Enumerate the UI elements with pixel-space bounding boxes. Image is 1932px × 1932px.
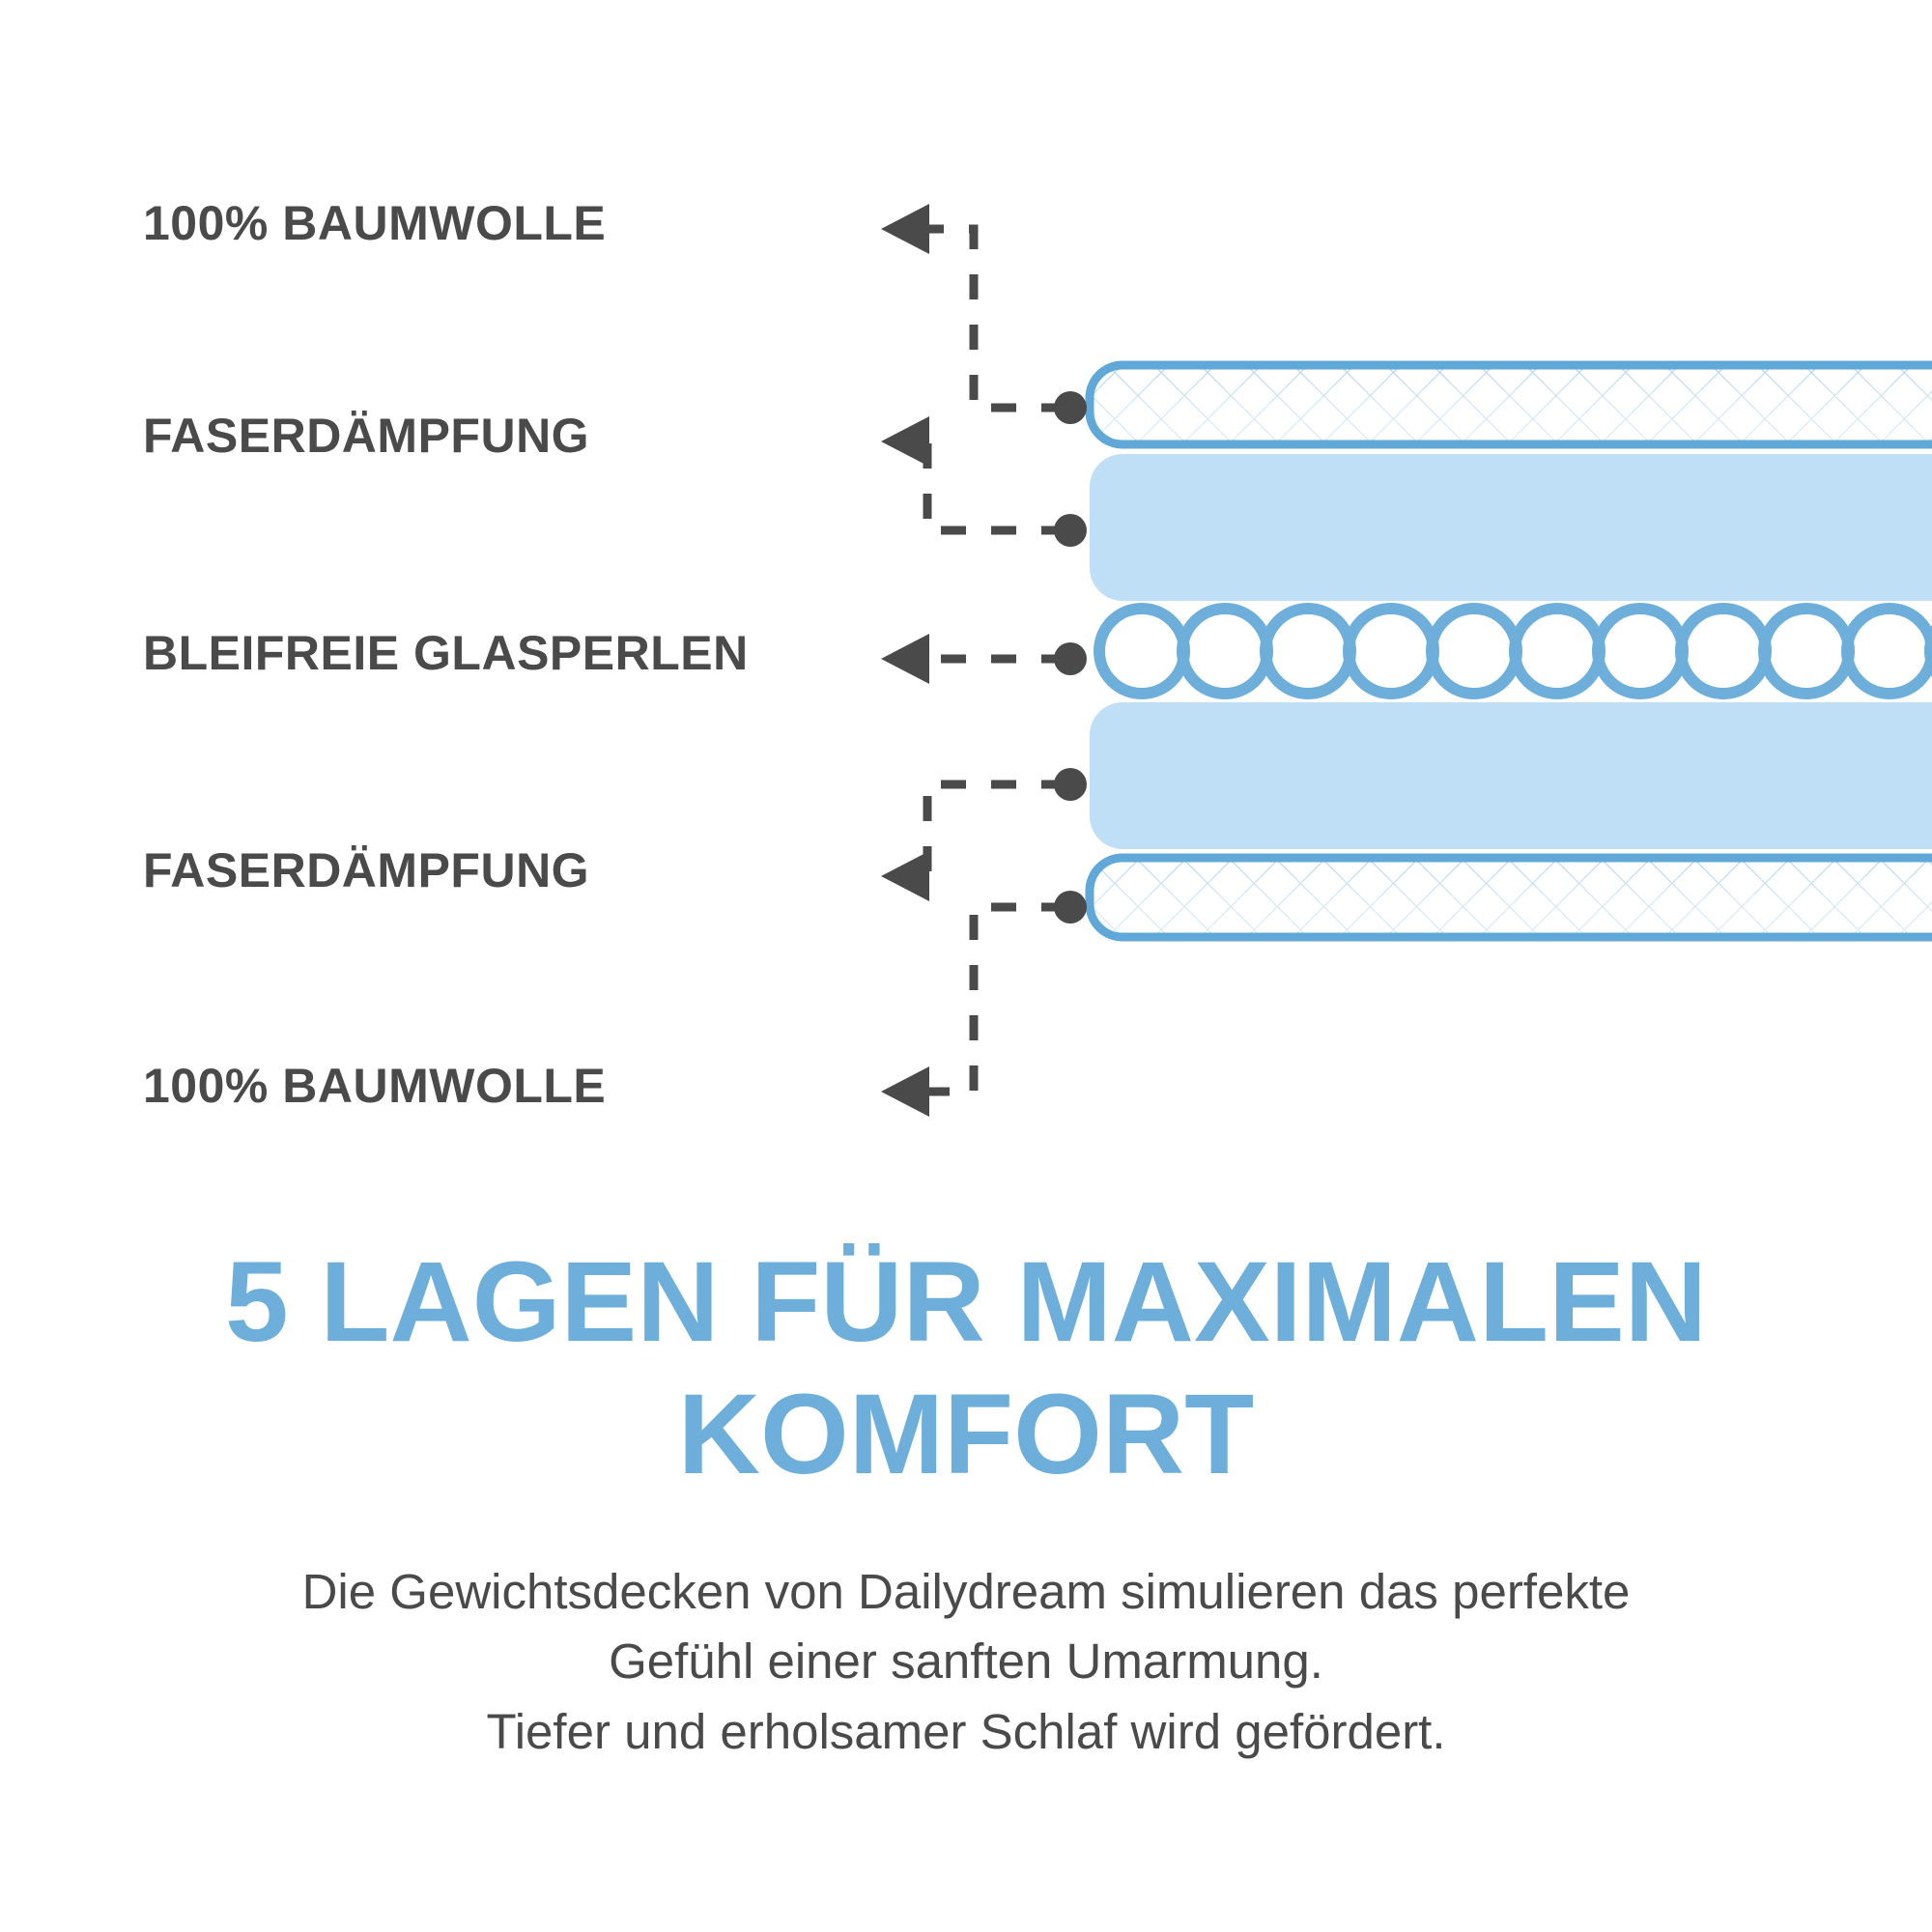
blanket-cross-section (1085, 360, 1932, 942)
body-line-3: Tiefer und erholsamer Schlaf wird geförd… (486, 1703, 1446, 1759)
connector-cotton-bottom (903, 902, 1066, 1096)
anchor-dot-fiber-bottom (1054, 768, 1087, 801)
label-cotton-bottom: 100% BAUMWOLLE (143, 1059, 607, 1113)
arrowhead-glass-beads (881, 634, 929, 684)
layer-glass-beads (1094, 603, 1932, 699)
anchor-dot-cotton-bottom (1054, 891, 1087, 923)
anchor-dot-glass-beads (1054, 642, 1087, 675)
label-glass-beads: BLEIFREIE GLASPERLEN (143, 626, 749, 680)
text-block: 5 LAGEN FÜR MAXIMALEN KOMFORT Die Gewich… (0, 1236, 1932, 1767)
page-title: 5 LAGEN FÜR MAXIMALEN KOMFORT (48, 1236, 1884, 1501)
connector-fiber-top (903, 437, 1066, 535)
layer-fiber-top (1090, 454, 1932, 601)
layer-fiber-bottom (1090, 702, 1932, 849)
connector-arrowheads (881, 204, 929, 1117)
arrowhead-fiber-bottom (881, 851, 929, 901)
headline-line-1: 5 LAGEN FÜR MAXIMALEN (225, 1238, 1707, 1366)
arrowhead-cotton-bottom (881, 1066, 929, 1117)
arrowhead-fiber-top (881, 416, 929, 467)
connector-fiber-bottom (903, 780, 1066, 881)
layer-diagram: 100% BAUMWOLLE FASERDÄMPFUNG BLEIFREIE G… (143, 196, 1932, 1117)
body-paragraph: Die Gewichtsdecken von Dailydream simuli… (116, 1557, 1816, 1767)
connector-cotton-top (903, 224, 1066, 412)
layer-cotton-bottom (1085, 853, 1932, 942)
callout-connectors (881, 204, 1087, 1117)
label-fiber-bottom: FASERDÄMPFUNG (143, 843, 590, 897)
label-fiber-top: FASERDÄMPFUNG (143, 409, 590, 463)
label-cotton-top: 100% BAUMWOLLE (143, 196, 607, 250)
headline-line-2: KOMFORT (677, 1370, 1255, 1498)
body-line-1: Die Gewichtsdecken von Dailydream simuli… (301, 1563, 1631, 1619)
anchor-dot-fiber-top (1054, 514, 1087, 547)
anchor-dot-cotton-top (1054, 391, 1087, 424)
layer-cotton-top (1085, 360, 1932, 449)
body-line-2: Gefühl einer sanften Umarmung. (609, 1634, 1323, 1690)
connector-anchor-dots (1054, 391, 1087, 923)
arrowhead-cotton-top (881, 204, 929, 254)
